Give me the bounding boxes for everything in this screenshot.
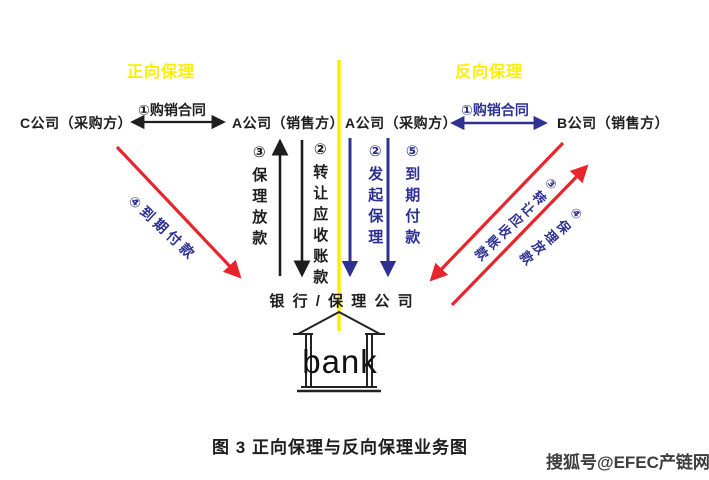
reverse-transfer-arrow: [429, 141, 565, 282]
node-company-a-seller: A公司（销售方）: [232, 115, 345, 131]
forward-section-title: 正向保理: [127, 64, 196, 81]
forward-transfer-label: ②转让应收账款: [311, 140, 329, 290]
node-company-c: C公司（采购方）: [20, 115, 133, 131]
reverse-maturity-label: ⑤到期付款: [403, 142, 421, 250]
forward-contract-label: ①购销合同: [138, 102, 206, 118]
reverse-contract-label: ①购销合同: [461, 102, 529, 118]
forward-maturity-arrow: [115, 145, 242, 279]
node-company-a-buyer: A公司（采购方）: [345, 115, 458, 131]
figure-caption: 图 3 正向保理与反向保理业务图: [212, 438, 468, 457]
forward-loan-label: ③保理放款: [250, 143, 268, 251]
bank-building-icon: [293, 310, 385, 393]
reverse-initiate-label: ②发起保理: [366, 142, 384, 250]
bank-node-label: 银 行 / 保 理 公 司: [269, 293, 415, 310]
sohu-watermark: 搜狐号@EFEC产链网: [546, 453, 709, 472]
reverse-section-title: 反向保理: [455, 64, 524, 81]
node-company-b: B公司（销售方）: [557, 115, 670, 131]
reverse-loan-arrow: [450, 164, 589, 307]
bank-icon-text: bank: [302, 343, 378, 380]
